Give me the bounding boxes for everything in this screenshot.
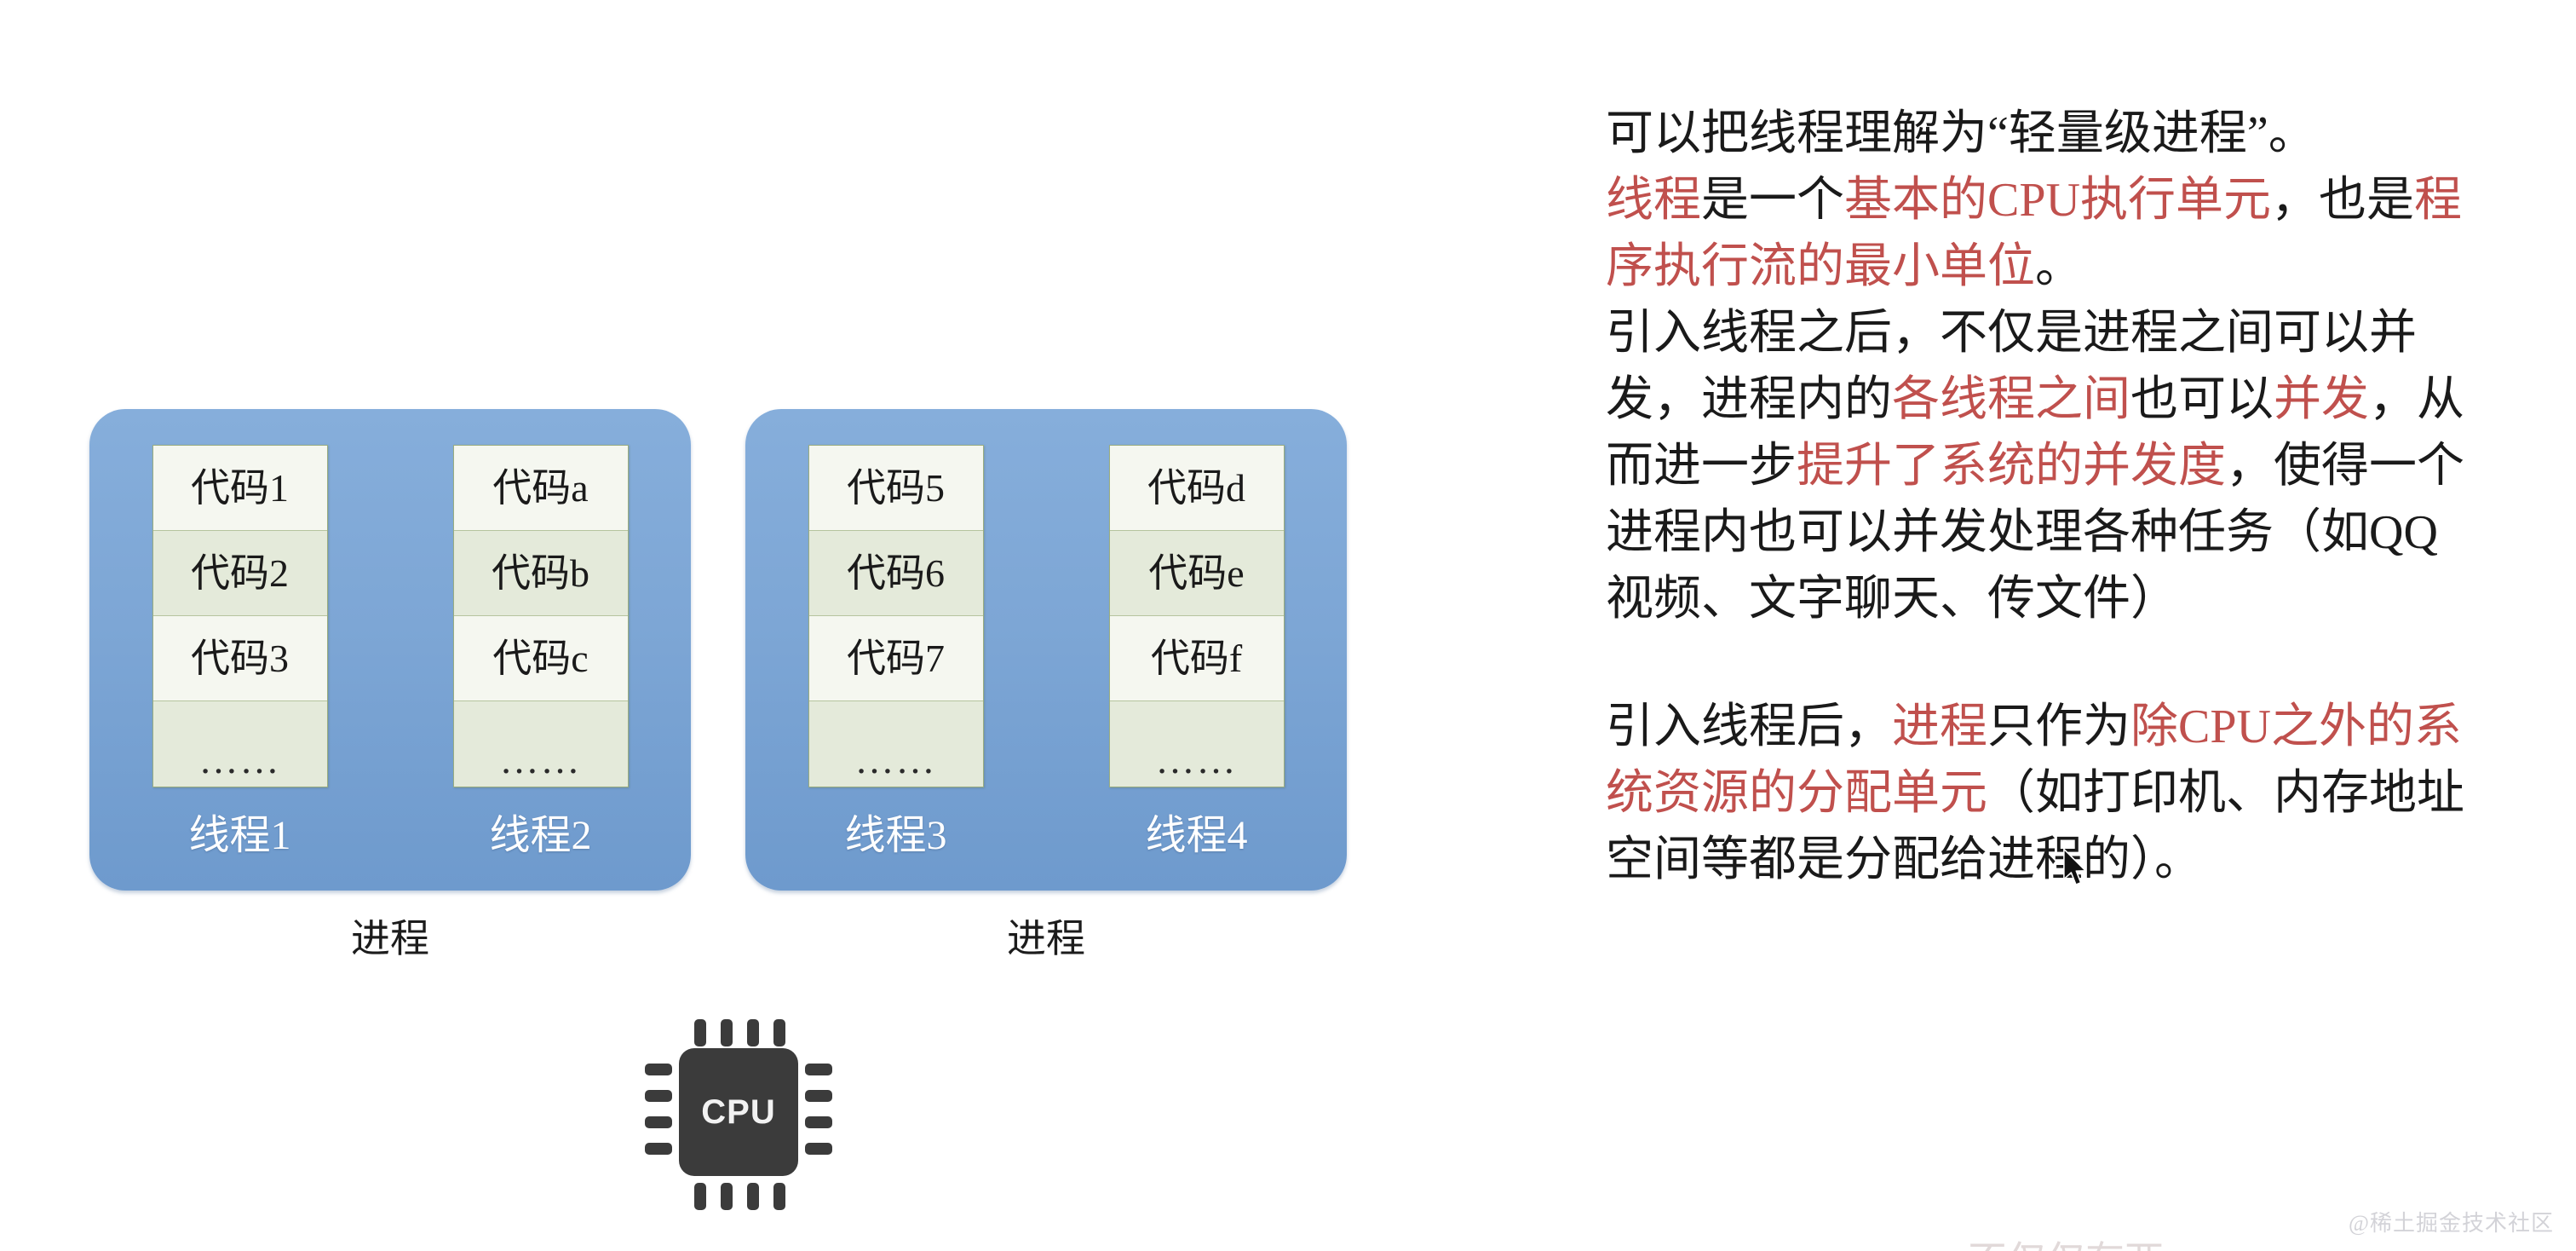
text-run: 可以把线程理解为“轻量级进程”。 <box>1606 107 2316 160</box>
text-run: ，也是 <box>2270 174 2414 227</box>
code-cell-ellipsis: …… <box>453 701 628 787</box>
explanation-text-panel: 可以把线程理解为“轻量级进程”。线程是一个基本的CPU执行单元，也是程序执行流的… <box>1606 101 2483 893</box>
thread-2: 代码a 代码b 代码c …… 线程2 <box>452 445 629 861</box>
thread-2-code-stack: 代码a 代码b 代码c …… <box>452 445 629 787</box>
cpu-pin-top-2 <box>721 1019 733 1046</box>
text-run: 引入线程后， <box>1606 700 1892 753</box>
cpu-pin-left-1 <box>645 1064 672 1075</box>
cpu-chip-label: CPU <box>701 1092 776 1131</box>
cpu-pin-left-4 <box>645 1143 672 1155</box>
thread-1: 代码1 代码2 代码3 …… 线程1 <box>152 445 328 861</box>
cpu-chip-icon: CPU <box>615 1014 862 1251</box>
code-cell: 代码3 <box>152 616 327 701</box>
clipped-bottom-text: 不仅仅有两 <box>1968 1239 2164 1251</box>
text-run: ，使得一个进程内也可以并发处理各种任务（如QQ视频、文字聊天、传文件） <box>1606 440 2464 626</box>
cpu-pin-left-2 <box>645 1090 672 1102</box>
highlighted-text-run: 程序执行流的最小单位 <box>1606 174 2462 293</box>
thread-3-code-stack: 代码5 代码6 代码7 …… <box>808 445 984 787</box>
thread-4-label: 线程4 <box>1145 813 1248 858</box>
cpu-pin-right-4 <box>805 1143 832 1155</box>
highlighted-text-run: 基本的CPU执行单元 <box>1844 174 2271 227</box>
process-box-2: 代码5 代码6 代码7 …… 线程3 代码d 代码e 代码f …… 线程4 <box>745 409 1347 891</box>
code-cell: 代码e <box>1109 531 1284 616</box>
highlighted-text-run: 提升了系统的并发度 <box>1797 440 2226 493</box>
thread-4-code-stack: 代码d 代码e 代码f …… <box>1108 445 1285 787</box>
highlighted-text-run: 进程 <box>1892 700 1987 753</box>
code-cell: 代码d <box>1109 446 1284 531</box>
code-cell: 代码c <box>453 616 628 701</box>
text-run: 也可以 <box>2130 373 2274 426</box>
highlighted-text-run: 各线程之间 <box>1892 373 2130 426</box>
text-run: 。 <box>2035 240 2083 293</box>
cpu-pin-bottom-4 <box>773 1183 785 1210</box>
cpu-pin-top-4 <box>773 1019 785 1046</box>
cpu-pin-right-3 <box>805 1116 832 1128</box>
thread-process-diagram: 代码1 代码2 代码3 …… 线程1 代码a 代码b 代码c …… 线程2 <box>89 409 1347 1251</box>
cpu-pin-left-3 <box>645 1116 672 1128</box>
text-run: 是一个 <box>1701 174 1844 227</box>
code-cell: 代码a <box>453 446 628 531</box>
cpu-pin-right-1 <box>805 1064 832 1075</box>
code-cell: 代码f <box>1109 616 1284 701</box>
code-cell-ellipsis: …… <box>1109 701 1284 787</box>
text-run: 只作为 <box>1987 700 2130 753</box>
code-cell: 代码5 <box>808 446 983 531</box>
thread-1-label: 线程1 <box>188 813 291 858</box>
code-cell: 代码6 <box>808 531 983 616</box>
highlighted-text-run: 线程 <box>1606 174 1701 227</box>
code-cell: 代码1 <box>152 446 327 531</box>
watermark: @稀土掘金技术社区 <box>2349 1211 2554 1236</box>
cpu-pin-top-1 <box>694 1019 706 1046</box>
code-cell: 代码2 <box>152 531 327 616</box>
thread-4: 代码d 代码e 代码f …… 线程4 <box>1108 445 1285 861</box>
paragraph-1: 可以把线程理解为“轻量级进程”。线程是一个基本的CPU执行单元，也是程序执行流的… <box>1606 101 2483 632</box>
cpu-pin-right-2 <box>805 1090 832 1102</box>
cpu-pin-top-3 <box>747 1019 759 1046</box>
process-1-label: 进程 <box>351 917 429 960</box>
code-cell: 代码b <box>453 531 628 616</box>
code-cell-ellipsis: …… <box>808 701 983 787</box>
highlighted-text-run: 除CPU之外的系统资源的分配单元 <box>1606 700 2462 820</box>
text-run: 引入线程之后，不仅是进程之间可以并发，进程内的 <box>1606 307 2417 426</box>
process-group-1: 代码1 代码2 代码3 …… 线程1 代码a 代码b 代码c …… 线程2 <box>89 409 691 960</box>
text-run: （如打印机、内存地址空间等都是分配给进程的）。 <box>1606 767 2464 886</box>
text-run: ，从而进一步 <box>1606 373 2464 493</box>
cpu-pin-bottom-3 <box>747 1183 759 1210</box>
cpu-chip-body: CPU <box>679 1048 798 1176</box>
cpu-pin-bottom-2 <box>721 1183 733 1210</box>
code-cell: 代码7 <box>808 616 983 701</box>
thread-1-code-stack: 代码1 代码2 代码3 …… <box>152 445 328 787</box>
code-cell-ellipsis: …… <box>152 701 327 787</box>
thread-3-label: 线程3 <box>844 813 947 858</box>
highlighted-text-run: 并发 <box>2274 373 2369 426</box>
thread-2-label: 线程2 <box>489 813 592 858</box>
thread-3: 代码5 代码6 代码7 …… 线程3 <box>808 445 984 861</box>
process-box-1: 代码1 代码2 代码3 …… 线程1 代码a 代码b 代码c …… 线程2 <box>89 409 691 891</box>
process-2-label: 进程 <box>1007 917 1085 960</box>
paragraph-2: 引入线程后，进程只作为除CPU之外的系统资源的分配单元（如打印机、内存地址空间等… <box>1606 694 2483 893</box>
process-group-2: 代码5 代码6 代码7 …… 线程3 代码d 代码e 代码f …… 线程4 <box>745 409 1347 960</box>
cpu-pin-bottom-1 <box>694 1183 706 1210</box>
